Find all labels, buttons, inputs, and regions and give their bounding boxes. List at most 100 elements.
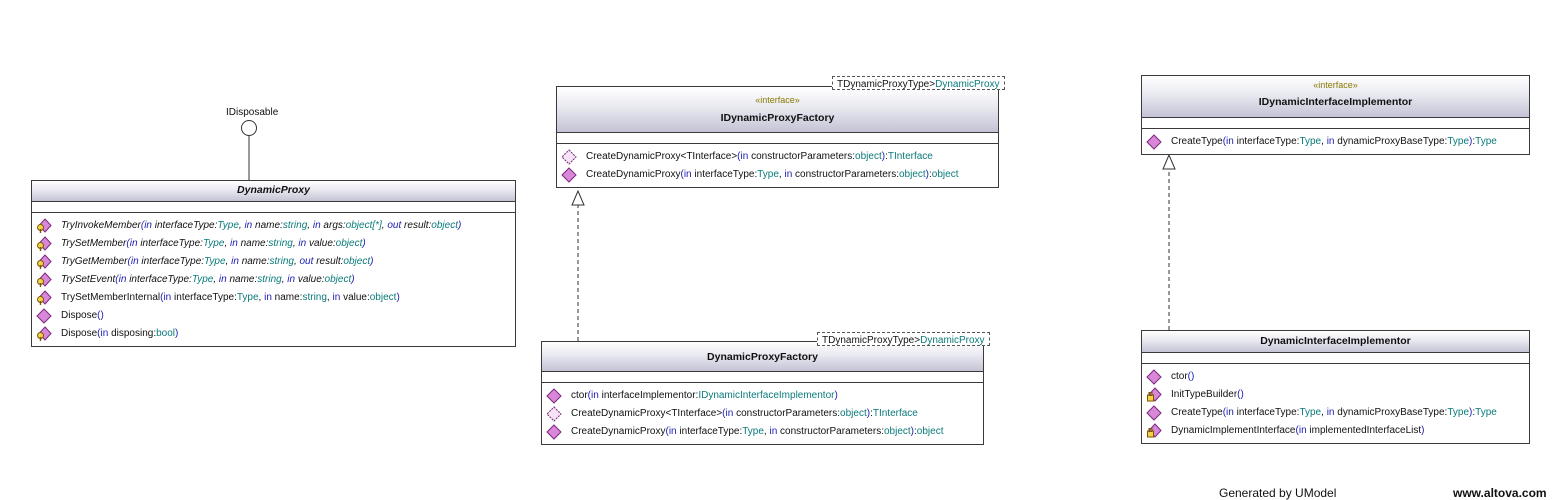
- public-operation-icon: [546, 388, 562, 404]
- protected-operation-icon: [37, 236, 52, 251]
- operations-compartment: ctor()InitTypeBuilder()CreateType(in int…: [1142, 364, 1529, 443]
- operation-name: Dispose: [61, 310, 98, 321]
- operation-name: CreateType: [1171, 407, 1223, 418]
- paren-open: (: [587, 390, 592, 401]
- operation-row[interactable]: TrySetMember(in interfaceType:Type, in n…: [32, 235, 515, 253]
- operation-name: Dispose: [61, 328, 98, 339]
- public-operation-icon: [561, 167, 577, 183]
- operation-signature: ctor(in interfaceImplementor:IDynamicInt…: [571, 390, 838, 401]
- operation-name: CreateDynamicProxy: [571, 426, 666, 437]
- param-direction: in: [769, 426, 778, 437]
- altova-site-link[interactable]: www.altova.com: [1453, 486, 1547, 500]
- idisposable-label: IDisposable: [226, 107, 279, 118]
- operation-row[interactable]: Dispose(in disposing:bool): [32, 325, 515, 343]
- paren-open: (: [665, 426, 669, 437]
- param-direction: in: [130, 256, 139, 267]
- paren-close: ): [457, 220, 462, 231]
- protected-operation-icon: [37, 290, 52, 305]
- param-direction: in: [332, 292, 341, 303]
- class-name: DynamicInterfaceImplementor: [1260, 335, 1411, 347]
- operation-name: TrySetMemberInternal: [61, 292, 161, 303]
- param-direction: in: [287, 274, 296, 285]
- paren-close: ): [100, 310, 104, 321]
- paren-open: (: [140, 220, 145, 231]
- param-direction: in: [163, 292, 172, 303]
- param-type: object: [343, 256, 371, 267]
- param-type: Type: [1299, 136, 1322, 147]
- private-operation-icon: [1147, 423, 1162, 438]
- interface-name: IDynamicInterfaceImplementor: [1258, 96, 1413, 108]
- protected-operation-icon: [37, 218, 52, 233]
- operation-name: TrySetMember: [61, 238, 127, 249]
- operation-row[interactable]: CreateDynamicProxy<TInterface>(in constr…: [557, 148, 998, 166]
- operation-signature: TrySetMemberInternal(in interfaceType:Ty…: [61, 292, 400, 303]
- paren-open: (: [160, 292, 164, 303]
- operation-row[interactable]: TryGetMember(in interfaceType:Type, in n…: [32, 253, 515, 271]
- template-parameter-box: TDynamicProxyType>DynamicProxy: [832, 76, 1005, 90]
- operation-row[interactable]: CreateType(in interfaceType:Type, in dyn…: [1142, 133, 1529, 151]
- operation-row[interactable]: ctor(): [1142, 368, 1529, 386]
- protected-operation-icon: [37, 272, 52, 287]
- param-direction: in: [668, 426, 677, 437]
- return-type: TInterface: [872, 408, 918, 419]
- operation-name: TrySetEvent: [61, 274, 116, 285]
- interface-header: «interface» IDynamicInterfaceImplementor: [1142, 76, 1529, 118]
- realization-arrowhead-factory: [571, 189, 585, 206]
- param-type: Type: [204, 256, 226, 267]
- paren-open: (: [722, 408, 726, 419]
- class-name: DynamicProxyFactory: [707, 351, 818, 363]
- param-type: string: [257, 274, 282, 285]
- public-operation-icon: [1146, 134, 1162, 150]
- operation-row[interactable]: DynamicImplementInterface(in implemented…: [1142, 422, 1529, 440]
- param-type: Type: [236, 292, 259, 303]
- interface-idynamic-proxy-factory[interactable]: «interface» IDynamicProxyFactory CreateD…: [556, 86, 999, 188]
- param-direction: in: [725, 408, 734, 419]
- class-dynamic-proxy-factory[interactable]: DynamicProxyFactory ctor(in interfaceImp…: [541, 341, 984, 445]
- param-direction: out: [299, 256, 314, 267]
- operation-signature: TrySetEvent(in interfaceType:Type, in na…: [61, 274, 355, 285]
- operation-row[interactable]: ctor(in interfaceImplementor:IDynamicInt…: [542, 387, 983, 405]
- operation-row[interactable]: InitTypeBuilder(): [1142, 386, 1529, 404]
- paren-open: (: [1222, 407, 1227, 418]
- template-parameter-box: TDynamicProxyType>DynamicProxy: [817, 332, 990, 346]
- operation-row[interactable]: CreateDynamicProxy(in interfaceType:Type…: [557, 166, 998, 184]
- operation-name: CreateDynamicProxy<TInterface>: [571, 408, 723, 419]
- paren-open: (: [97, 310, 101, 321]
- operation-signature: Dispose(): [61, 307, 104, 325]
- param-direction: in: [1226, 407, 1234, 418]
- param-direction: in: [100, 328, 109, 339]
- param-direction: in: [312, 220, 321, 231]
- interface-idynamic-interface-implementor[interactable]: «interface» IDynamicInterfaceImplementor…: [1141, 75, 1530, 155]
- realization-arrowhead-implementor: [1162, 153, 1176, 170]
- operation-row[interactable]: TrySetEvent(in interfaceType:Type, in na…: [32, 271, 515, 289]
- param-direction: in: [264, 292, 272, 303]
- param-type: string: [268, 238, 293, 249]
- operation-row[interactable]: TrySetMemberInternal(in interfaceType:Ty…: [32, 289, 515, 307]
- param-type: string: [282, 220, 308, 231]
- paren-close: ): [881, 151, 886, 162]
- param-type: Type: [1447, 136, 1470, 147]
- attributes-compartment: [542, 372, 983, 383]
- operation-row[interactable]: CreateType(in interfaceType:Type, in dyn…: [1142, 404, 1529, 422]
- operation-row[interactable]: TryInvokeMember(in interfaceType:Type, i…: [32, 217, 515, 235]
- paren-open: (: [126, 238, 130, 249]
- template-param: TDynamicProxyType: [822, 335, 915, 346]
- paren-close: ): [925, 169, 930, 180]
- paren-open: (: [115, 274, 119, 285]
- class-name: DynamicProxy: [237, 184, 310, 196]
- param-direction: in: [230, 238, 238, 249]
- operation-row[interactable]: CreateDynamicProxy(in interfaceType:Type…: [542, 423, 983, 441]
- paren-close: ): [370, 256, 374, 267]
- protected-operation-icon: [37, 326, 52, 341]
- class-header: DynamicProxy: [32, 181, 515, 202]
- paren-close: ): [866, 408, 871, 419]
- operation-row[interactable]: CreateDynamicProxy<TInterface>(in constr…: [542, 405, 983, 423]
- operation-row[interactable]: Dispose(): [32, 307, 515, 325]
- interface-header: «interface» IDynamicProxyFactory: [557, 87, 998, 133]
- class-dynamic-proxy[interactable]: DynamicProxy TryInvokeMember(in interfac…: [31, 180, 516, 347]
- param-direction: in: [1226, 136, 1234, 147]
- class-dynamic-interface-implementor[interactable]: DynamicInterfaceImplementor ctor()InitTy…: [1141, 330, 1530, 444]
- paren-open: (: [1237, 389, 1241, 400]
- interface-name: IDynamicProxyFactory: [720, 112, 835, 124]
- operation-signature: CreateDynamicProxy<TInterface>(in constr…: [571, 408, 918, 419]
